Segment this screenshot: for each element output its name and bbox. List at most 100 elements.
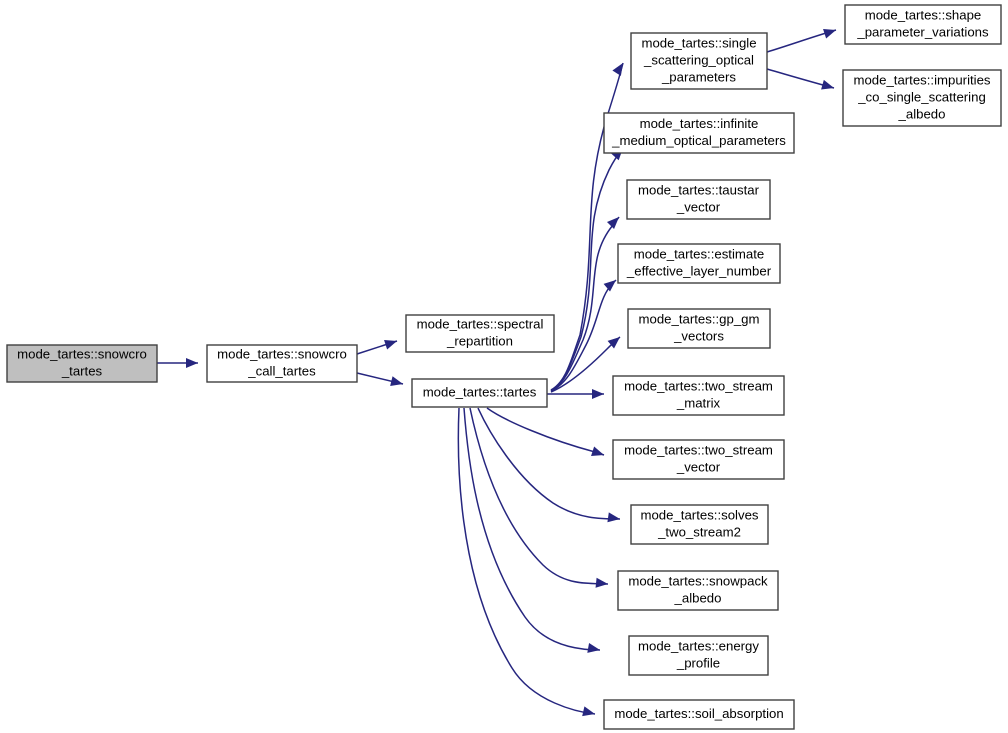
node-box-infinite_medium_optical_parameters[interactable] [603,112,795,154]
graph-node-shape_parameter_variations[interactable]: mode_tartes::shape_parameter_variations [844,4,1002,45]
graph-node-single_scattering_optical_parameters[interactable]: mode_tartes::single_scattering_optical_p… [630,32,768,90]
arrowhead-triangle [390,376,403,386]
node-label-impurities_co_single_scattering_albedo-line-0: mode_tartes::impurities [853,72,990,87]
graph-node-infinite_medium_optical_parameters[interactable]: mode_tartes::infinite_medium_optical_par… [603,112,795,154]
node-box-gp_gm_vectors[interactable] [627,308,771,349]
arrowhead-triangle [821,79,834,90]
node-label-energy_profile-line-1: _profile [676,655,720,670]
node-box-taustar_vector[interactable] [626,179,771,220]
nodes-layer: mode_tartes::snowcro_tartesmode_tartes::… [6,4,1002,730]
graph-node-spectral_repartition[interactable]: mode_tartes::spectral_repartition [405,314,555,353]
node-label-gp_gm_vectors-line-0: mode_tartes::gp_gm [639,311,760,326]
arrowhead-icon [582,706,595,717]
call-edge-tartes-to-single_scattering_optical_parameters [550,62,624,391]
arrowhead-triangle [587,642,600,653]
graph-node-snowcro_call_tartes[interactable]: mode_tartes::snowcro_call_tartes [206,344,358,383]
graph-node-estimate_effective_layer_number[interactable]: mode_tartes::estimate_effective_layer_nu… [617,243,781,284]
node-box-soil_absorption[interactable] [603,699,795,730]
call-edge-tartes-to-infinite_medium_optical_parameters [550,147,624,391]
graph-node-snowpack_albedo[interactable]: mode_tartes::snowpack_albedo [617,570,779,611]
node-box-impurities_co_single_scattering_albedo[interactable] [842,69,1002,127]
graph-node-two_stream_vector[interactable]: mode_tartes::two_stream_vector [612,439,785,480]
arrowhead-icon [606,217,619,230]
node-label-energy_profile-line-0: mode_tartes::energy [638,638,759,653]
graph-node-gp_gm_vectors[interactable]: mode_tartes::gp_gm_vectors [627,308,771,349]
node-label-two_stream_matrix-line-0: mode_tartes::two_stream [624,378,773,393]
graph-node-snowcro_tartes[interactable]: mode_tartes::snowcro_tartes [6,344,158,383]
node-label-shape_parameter_variations-line-0: mode_tartes::shape [865,7,982,22]
graph-node-two_stream_matrix[interactable]: mode_tartes::two_stream_matrix [612,375,785,416]
node-label-spectral_repartition-line-1: _repartition [446,333,513,348]
call-edge-tartes-to-energy_profile [463,407,601,651]
node-label-impurities_co_single_scattering_albedo-line-1: _co_single_scattering [857,89,986,104]
arrowhead-triangle [606,217,619,230]
node-box-snowcro_call_tartes[interactable] [206,344,358,383]
node-box-two_stream_vector[interactable] [612,439,785,480]
node-box-spectral_repartition[interactable] [405,314,555,353]
arrowhead-icon [612,63,623,76]
arrowhead-icon [186,358,198,368]
node-label-tartes-line-0: mode_tartes::tartes [423,384,537,399]
node-label-spectral_repartition-line-0: mode_tartes::spectral [417,316,544,331]
arrowhead-icon [607,512,620,523]
node-box-snowcro_tartes[interactable] [6,344,158,383]
graph-node-taustar_vector[interactable]: mode_tartes::taustar_vector [626,179,771,220]
arrowhead-triangle [186,358,198,368]
node-label-estimate_effective_layer_number-line-0: mode_tartes::estimate [634,246,764,261]
arrowhead-icon [587,642,600,653]
arrowhead-icon [607,337,620,349]
node-label-two_stream_matrix-line-1: _matrix [676,395,721,410]
call-edge-tartes-to-solves_two_stream2 [477,407,621,520]
node-label-snowcro_call_tartes-line-0: mode_tartes::snowcro [217,346,347,361]
node-label-snowpack_albedo-line-0: mode_tartes::snowpack [628,573,768,588]
node-box-snowpack_albedo[interactable] [617,570,779,611]
graph-node-solves_two_stream2[interactable]: mode_tartes::solves_two_stream2 [630,504,769,545]
node-box-solves_two_stream2[interactable] [630,504,769,545]
node-box-estimate_effective_layer_number[interactable] [617,243,781,284]
node-box-tartes[interactable] [411,378,548,408]
arrowhead-triangle [384,339,397,350]
graph-node-soil_absorption[interactable]: mode_tartes::soil_absorption [603,699,795,730]
arrowhead-icon [603,280,616,292]
call-edge-tartes-to-snowpack_albedo [469,407,609,585]
node-label-snowpack_albedo-line-1: _albedo [674,590,722,605]
node-box-energy_profile[interactable] [628,635,769,676]
graph-node-energy_profile[interactable]: mode_tartes::energy_profile [628,635,769,676]
arrowhead-triangle [823,28,836,39]
arrowhead-icon [821,79,834,90]
arrowhead-icon [390,376,403,386]
arrowhead-icon [591,446,604,457]
node-label-infinite_medium_optical_parameters-line-0: mode_tartes::infinite [640,116,759,131]
node-box-single_scattering_optical_parameters[interactable] [630,32,768,90]
call-edge-tartes-to-two_stream_vector [486,407,605,456]
arrowhead-triangle [607,512,620,523]
node-label-two_stream_vector-line-0: mode_tartes::two_stream [624,442,773,457]
arrowhead-triangle [603,280,616,292]
arrowhead-icon [384,339,397,350]
node-box-shape_parameter_variations[interactable] [844,4,1002,45]
arrowhead-triangle [582,706,595,717]
arrowhead-icon [592,389,604,399]
node-label-snowcro_tartes-line-0: mode_tartes::snowcro [17,346,147,361]
node-label-taustar_vector-line-1: _vector [676,199,721,214]
node-label-taustar_vector-line-0: mode_tartes::taustar [638,182,760,197]
arrowhead-icon [823,28,836,39]
node-label-estimate_effective_layer_number-line-1: _effective_layer_number [626,263,772,278]
node-box-two_stream_matrix[interactable] [612,375,785,416]
node-label-gp_gm_vectors-line-1: _vectors [673,328,724,343]
node-label-snowcro_call_tartes-line-1: _call_tartes [247,363,316,378]
node-label-solves_two_stream2-line-1: _two_stream2 [657,524,741,539]
node-label-shape_parameter_variations-line-1: _parameter_variations [856,24,989,39]
node-label-impurities_co_single_scattering_albedo-line-2: _albedo [898,106,946,121]
graph-node-tartes[interactable]: mode_tartes::tartes [411,378,548,408]
graph-node-impurities_co_single_scattering_albedo[interactable]: mode_tartes::impurities_co_single_scatte… [842,69,1002,127]
arrowheads-layer [186,28,836,717]
arrowhead-triangle [595,577,608,588]
node-label-solves_two_stream2-line-0: mode_tartes::solves [640,507,758,522]
arrowhead-triangle [612,63,623,76]
call-edge-tartes-to-estimate_effective_layer_number [550,279,617,392]
call-edge-tartes-to-soil_absorption [457,407,596,715]
arrowhead-icon [595,577,608,588]
node-label-two_stream_vector-line-1: _vector [676,459,721,474]
